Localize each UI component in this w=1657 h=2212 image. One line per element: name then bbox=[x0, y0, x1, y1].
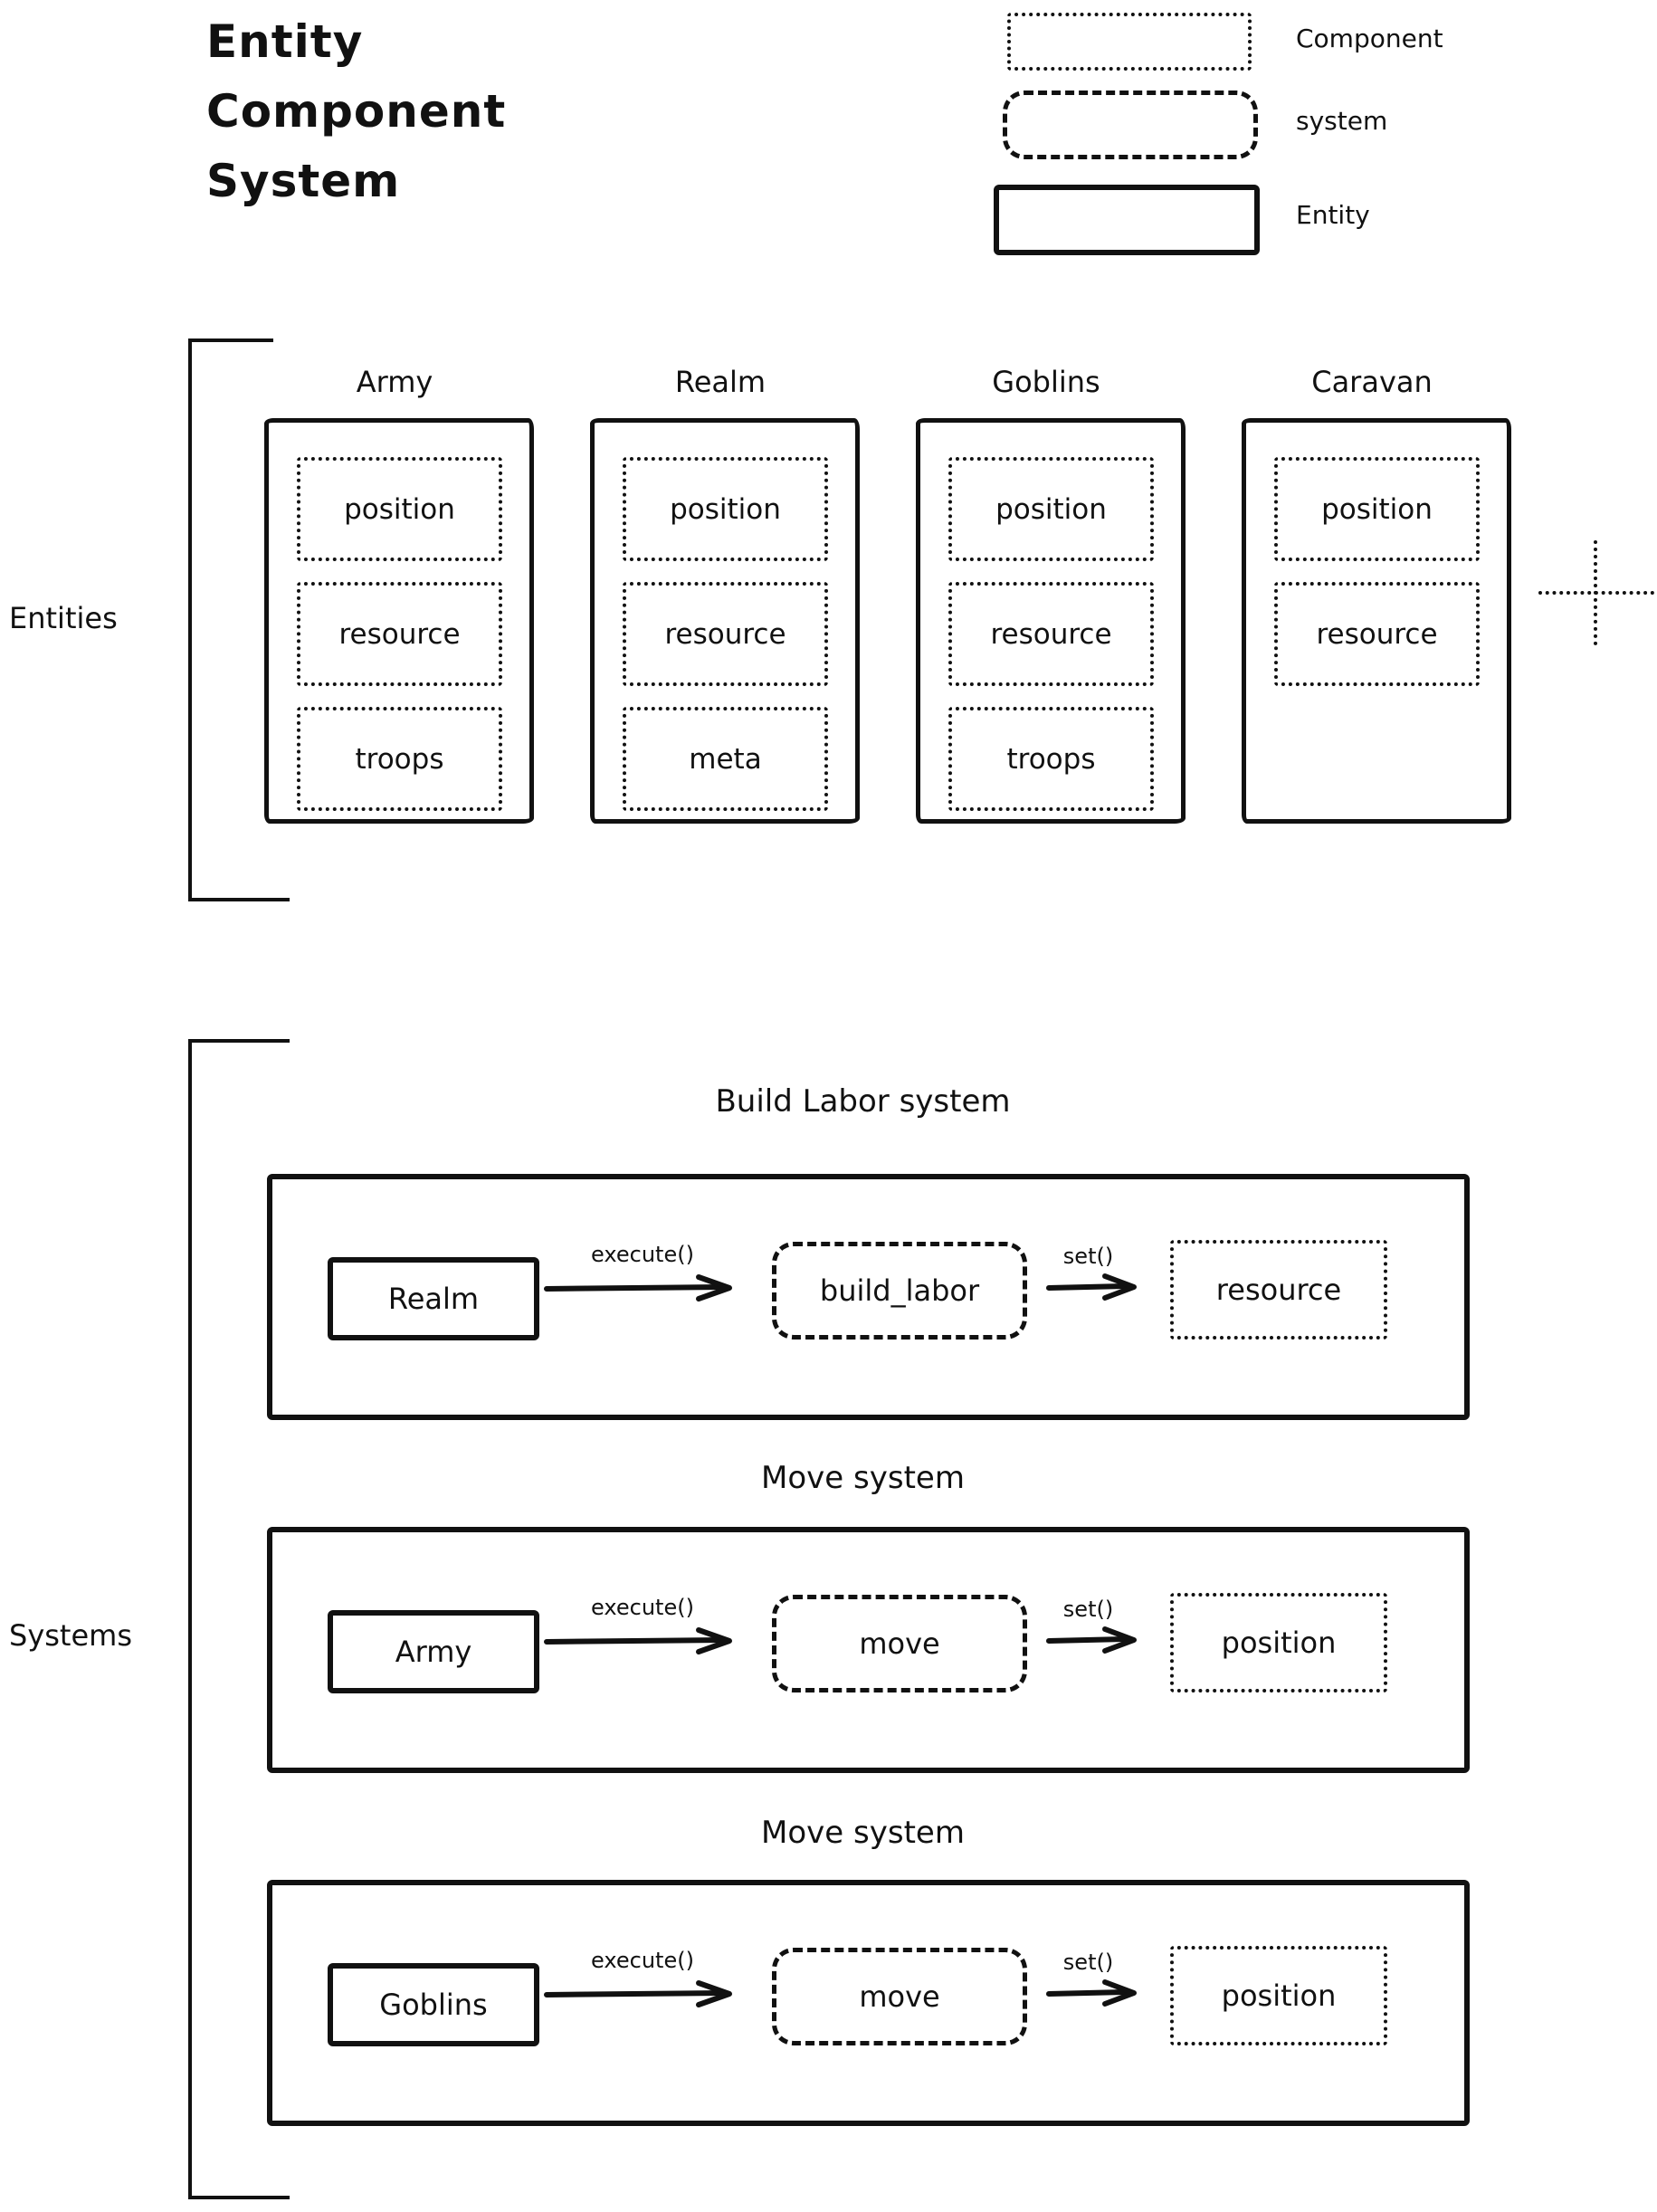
set-label: set() bbox=[1062, 1597, 1114, 1622]
set-arrow bbox=[1046, 1979, 1137, 2007]
component-box: resource bbox=[623, 582, 828, 686]
component-box: position bbox=[948, 457, 1154, 561]
legend-system-label: system bbox=[1296, 105, 1388, 136]
entities-bracket-line bbox=[188, 338, 192, 901]
component-box: resource bbox=[1274, 582, 1480, 686]
system-component-box: position bbox=[1170, 1593, 1387, 1692]
entity-title-caravan: Caravan bbox=[1311, 365, 1433, 399]
systems-section-label: Systems bbox=[9, 1618, 132, 1653]
page-title-line-1: Entity bbox=[206, 15, 364, 68]
execute-arrow bbox=[544, 1980, 732, 2007]
entity-card-goblins: position resource troops bbox=[916, 418, 1186, 824]
system-function-box: move bbox=[772, 1595, 1027, 1692]
legend-entity-label: Entity bbox=[1296, 199, 1370, 230]
component-box: troops bbox=[297, 707, 502, 811]
system-function-box: move bbox=[772, 1948, 1027, 2045]
plus-icon bbox=[1594, 540, 1597, 645]
execute-arrow bbox=[544, 1627, 732, 1654]
component-box: position bbox=[623, 457, 828, 561]
set-label: set() bbox=[1062, 1244, 1114, 1269]
system-function-box: build_labor bbox=[772, 1242, 1027, 1340]
systems-bracket-top-tick bbox=[188, 1039, 290, 1043]
component-box: position bbox=[297, 457, 502, 561]
entity-title-realm: Realm bbox=[674, 365, 767, 399]
legend-component-label: Component bbox=[1296, 23, 1443, 53]
execute-label: execute() bbox=[591, 1242, 694, 1267]
system-component-box: resource bbox=[1170, 1240, 1387, 1340]
entity-card-caravan: position resource bbox=[1242, 418, 1511, 824]
component-box: position bbox=[1274, 457, 1480, 561]
system-title: Move system bbox=[761, 1460, 965, 1496]
page-title-line-3: System bbox=[206, 155, 401, 207]
set-label: set() bbox=[1062, 1950, 1114, 1975]
system-entity-box: Realm bbox=[328, 1257, 539, 1340]
execute-label: execute() bbox=[591, 1948, 694, 1973]
system-entity-box: Goblins bbox=[328, 1963, 539, 2046]
system-title: Build Labor system bbox=[715, 1083, 1011, 1120]
legend-entity-swatch bbox=[994, 185, 1260, 255]
component-box: troops bbox=[948, 707, 1154, 811]
execute-label: execute() bbox=[591, 1595, 694, 1620]
entities-section-label: Entities bbox=[9, 601, 118, 635]
systems-bracket-bottom-tick bbox=[188, 2196, 290, 2199]
system-component-box: position bbox=[1170, 1946, 1387, 2045]
page-title: Entity Component System bbox=[206, 7, 506, 216]
systems-bracket-line bbox=[188, 1039, 192, 2199]
page-title-line-2: Component bbox=[206, 85, 507, 138]
entity-title-army: Army bbox=[356, 365, 433, 399]
component-box: resource bbox=[297, 582, 502, 686]
execute-arrow bbox=[544, 1274, 732, 1301]
component-box: resource bbox=[948, 582, 1154, 686]
entity-title-goblins: Goblins bbox=[992, 365, 1100, 399]
entities-bracket-bottom-tick bbox=[188, 898, 290, 901]
legend-system-swatch bbox=[1003, 91, 1258, 159]
system-entity-box: Army bbox=[328, 1610, 539, 1693]
legend-component-swatch bbox=[1007, 13, 1252, 71]
entity-card-realm: position resource meta bbox=[590, 418, 860, 824]
set-arrow bbox=[1046, 1273, 1137, 1301]
component-box: meta bbox=[623, 707, 828, 811]
entity-card-army: position resource troops bbox=[264, 418, 534, 824]
set-arrow bbox=[1046, 1626, 1137, 1654]
system-title: Move system bbox=[761, 1815, 965, 1851]
entities-bracket-top-tick bbox=[188, 338, 273, 342]
